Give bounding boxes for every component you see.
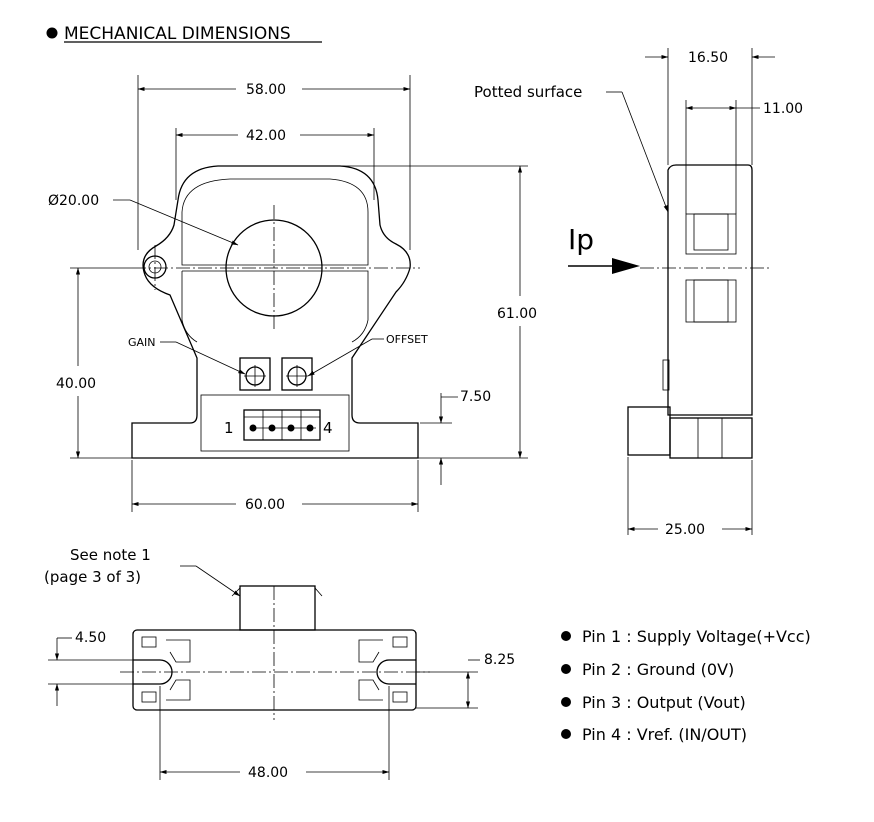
dim-42: 42.00 <box>246 128 286 144</box>
pinout-text: Pin 4 : Vref. (IN/OUT) <box>582 725 747 744</box>
dim-61: 61.00 <box>497 306 537 322</box>
pinout-item: Pin 4 : Vref. (IN/OUT) <box>561 725 747 744</box>
bullet-icon <box>561 729 571 739</box>
front-view: 1 4 58.00 42.00 Ø20.00 61.00 40.00 <box>48 75 537 513</box>
bullet-icon <box>561 697 571 707</box>
dim-60: 60.00 <box>245 497 285 513</box>
dim-40: 40.00 <box>56 376 96 392</box>
dim-11: 11.00 <box>763 101 803 117</box>
potted-surface-label: Potted surface <box>474 83 582 101</box>
current-direction-arrow-icon <box>612 258 640 274</box>
pinout-item: Pin 1 : Supply Voltage(+Vcc) <box>561 627 811 646</box>
dim-48: 48.00 <box>248 765 288 781</box>
dim-4-50: 4.50 <box>75 630 106 646</box>
side-view: Ip 16.50 11.00 Potted surface 25.00 <box>474 48 803 538</box>
pin-4-label: 4 <box>323 419 333 437</box>
dim-58: 58.00 <box>246 82 286 98</box>
offset-label: OFFSET <box>386 333 428 346</box>
dim-8-25: 8.25 <box>484 652 515 668</box>
dim-25: 25.00 <box>665 522 705 538</box>
dim-diameter: Ø20.00 <box>48 193 99 209</box>
title-text: MECHANICAL DIMENSIONS <box>64 24 291 44</box>
dim-16-50: 16.50 <box>688 50 728 66</box>
front-inner-outline <box>181 178 369 266</box>
title-bullet-icon <box>46 27 58 39</box>
pinout-text: Pin 1 : Supply Voltage(+Vcc) <box>582 627 811 646</box>
pinout-item: Pin 2 : Ground (0V) <box>561 660 734 679</box>
bottom-body-outline <box>132 629 417 711</box>
dim-7-50: 7.50 <box>460 389 491 405</box>
pinout-text: Pin 2 : Ground (0V) <box>582 660 734 679</box>
note-line-1: See note 1 <box>70 546 151 564</box>
pin-1-label: 1 <box>224 419 234 437</box>
current-label: Ip <box>568 223 594 256</box>
pinout-item: Pin 3 : Output (Vout) <box>561 693 746 712</box>
gain-label: GAIN <box>128 336 156 349</box>
section-title: MECHANICAL DIMENSIONS <box>46 24 322 44</box>
side-body-outline <box>667 164 753 416</box>
note-line-2: (page 3 of 3) <box>44 568 141 586</box>
connector-block <box>243 409 321 441</box>
offset-potentiometer <box>281 357 313 391</box>
pinout-list: Pin 1 : Supply Voltage(+Vcc) Pin 2 : Gro… <box>561 627 811 744</box>
bottom-view: See note 1 (page 3 of 3) 4.50 8.25 48.00 <box>44 546 515 781</box>
bullet-icon <box>561 631 571 641</box>
front-body-outline <box>131 165 419 459</box>
bullet-icon <box>561 664 571 674</box>
pinout-text: Pin 3 : Output (Vout) <box>582 693 746 712</box>
